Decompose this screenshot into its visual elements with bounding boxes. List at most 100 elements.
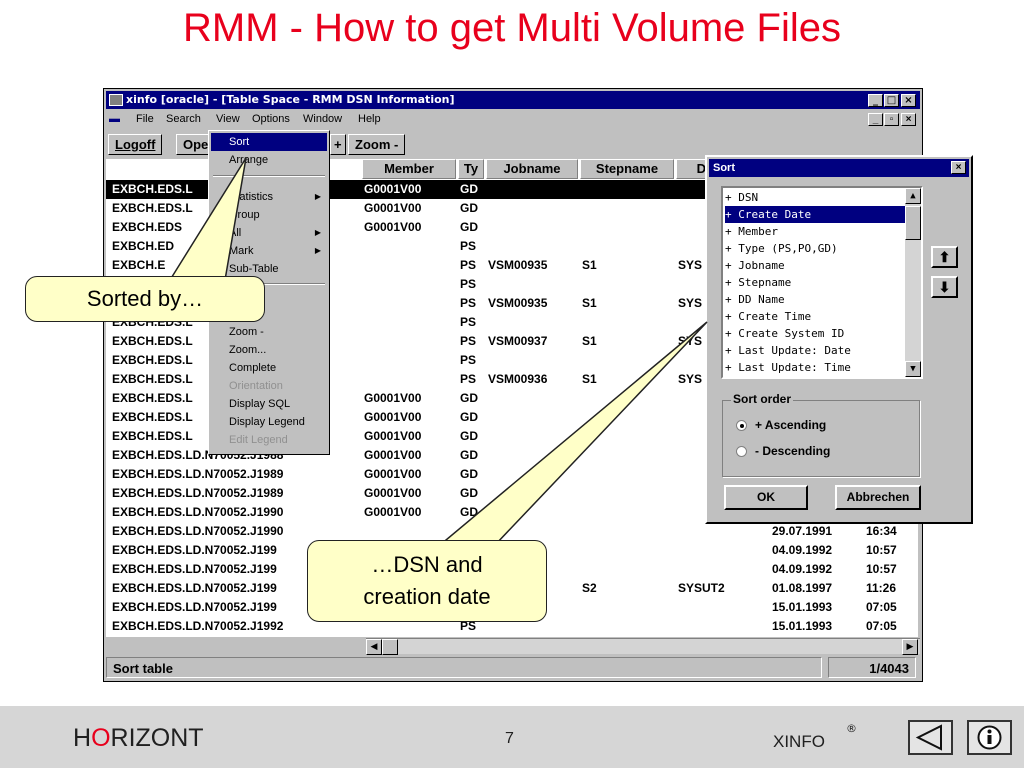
view-menu-item[interactable]: Edit Legend: [211, 431, 327, 449]
column-header-member[interactable]: Member: [362, 159, 456, 179]
scroll-down-icon[interactable]: ▼: [905, 361, 921, 377]
child-minimize-icon[interactable]: _: [868, 113, 883, 126]
descending-radio[interactable]: - Descending: [736, 443, 830, 459]
column-header-stepname[interactable]: Stepname: [580, 159, 674, 179]
scroll-left-icon[interactable]: ◀: [366, 639, 382, 655]
sort-field-item[interactable]: + DD Name: [725, 293, 785, 306]
cell-date: 01.08.1997: [772, 581, 833, 595]
maximize-icon[interactable]: □: [884, 94, 899, 107]
sort-field-list[interactable]: + DSN + Create Date + Member + Type (PS,PO,…: [721, 186, 923, 379]
menu-window[interactable]: Window: [303, 113, 343, 125]
view-menu-item[interactable]: Zoom...: [211, 341, 327, 359]
view-menu-item[interactable]: Mark▶: [211, 242, 327, 260]
sort-field-item[interactable]: + Stepname: [725, 276, 792, 289]
cell-date: 15.01.1993: [772, 600, 833, 614]
back-triangle-icon: [915, 724, 942, 751]
view-menu-item[interactable]: Orientation: [211, 377, 327, 395]
view-menu-item[interactable]: Sub-Table: [211, 260, 327, 278]
view-menu-item[interactable]: Display Legend: [211, 413, 327, 431]
minimize-icon[interactable]: _: [868, 94, 883, 107]
menu-file[interactable]: File: [136, 113, 154, 125]
menu-bar: ▬ File Search View Options Window Help _…: [106, 110, 920, 129]
sort-field-item[interactable]: + Last Update: Time: [725, 361, 851, 374]
view-menu-item[interactable]: Display SQL: [211, 395, 327, 413]
menu-options[interactable]: Options: [252, 113, 290, 125]
sort-field-item[interactable]: + DSN: [725, 191, 759, 204]
cancel-button[interactable]: Abbrechen: [835, 485, 921, 510]
zoom-minus-button[interactable]: Zoom -: [348, 134, 406, 155]
horizontal-scrollbar[interactable]: ◀ ▶: [366, 638, 920, 655]
cell-type: GD: [460, 220, 478, 234]
view-menu-item[interactable]: Zoom -: [211, 323, 327, 341]
move-up-button[interactable]: ⬆: [931, 246, 958, 268]
scroll-right-icon[interactable]: ▶: [902, 639, 918, 655]
sort-field-item[interactable]: + Last Update: Date: [725, 344, 851, 357]
product-name: XINFO: [773, 732, 825, 751]
ascending-radio[interactable]: + Ascending: [736, 417, 826, 433]
view-menu-item[interactable]: Arrange: [211, 151, 327, 169]
menu-view[interactable]: View: [216, 113, 240, 125]
cell-stepname: S1: [582, 372, 597, 386]
table-row[interactable]: PS: [106, 275, 918, 294]
dialog-close-icon[interactable]: ×: [951, 161, 966, 174]
logoff-button[interactable]: Logoff: [108, 134, 163, 155]
cell-type: PS: [460, 334, 477, 348]
column-header-jobname[interactable]: Jobname: [486, 159, 578, 179]
list-scroll-thumb[interactable]: [905, 206, 921, 240]
sorted-by-text: Sorted by…: [86, 286, 204, 311]
window-title-bar: xinfo [oracle] - [Table Space - RMM DSN …: [106, 91, 920, 109]
sort-field-item[interactable]: + Jobname: [725, 259, 785, 272]
zoom-plus-button[interactable]: +: [330, 134, 346, 155]
child-restore-icon[interactable]: ▫: [884, 113, 899, 126]
sort-field-item[interactable]: + Create Date: [725, 206, 905, 223]
logo-o: O: [91, 724, 111, 752]
table-row[interactable]: EXBCH.EDS.LD.N70052.J19935S2SYSUT201.08.…: [106, 579, 918, 598]
menu-search[interactable]: Search: [166, 113, 201, 125]
info-button[interactable]: [967, 720, 1012, 755]
sort-field-item[interactable]: + Create Time: [725, 310, 812, 323]
sort-field-item[interactable]: + Type (PS,PO,GD): [725, 242, 838, 255]
list-vertical-scrollbar[interactable]: ▲ ▼: [905, 188, 921, 377]
view-menu-item[interactable]: Sort: [211, 133, 327, 151]
menu-help[interactable]: Help: [358, 113, 381, 125]
cell-type: GD: [460, 429, 478, 443]
cell-time: 07:05: [866, 600, 897, 614]
column-header-type[interactable]: Ty: [458, 159, 484, 179]
cell-dsn: EXBCH.EDS.L: [112, 201, 193, 215]
view-menu-item-label: Edit Legend: [229, 434, 288, 446]
move-down-button[interactable]: ⬇: [931, 276, 958, 298]
cell-dsn: EXBCH.EDS.L: [112, 334, 193, 348]
logo-rest: RIZONT: [110, 724, 204, 752]
open-button[interactable]: Ope: [176, 134, 216, 155]
sort-field-item[interactable]: + Member: [725, 225, 778, 238]
close-icon[interactable]: ×: [901, 94, 916, 107]
scroll-thumb[interactable]: [382, 639, 398, 655]
ok-button[interactable]: OK: [724, 485, 808, 510]
scroll-up-icon[interactable]: ▲: [905, 188, 921, 204]
dsn-callout-line1: …DSN and: [371, 552, 483, 577]
sort-field-item[interactable]: + Create System ID: [725, 327, 845, 340]
cell-type: GD: [460, 467, 478, 481]
child-close-icon[interactable]: ×: [901, 113, 916, 126]
view-menu-item[interactable]: Complete: [211, 359, 327, 377]
previous-slide-button[interactable]: [908, 720, 953, 755]
